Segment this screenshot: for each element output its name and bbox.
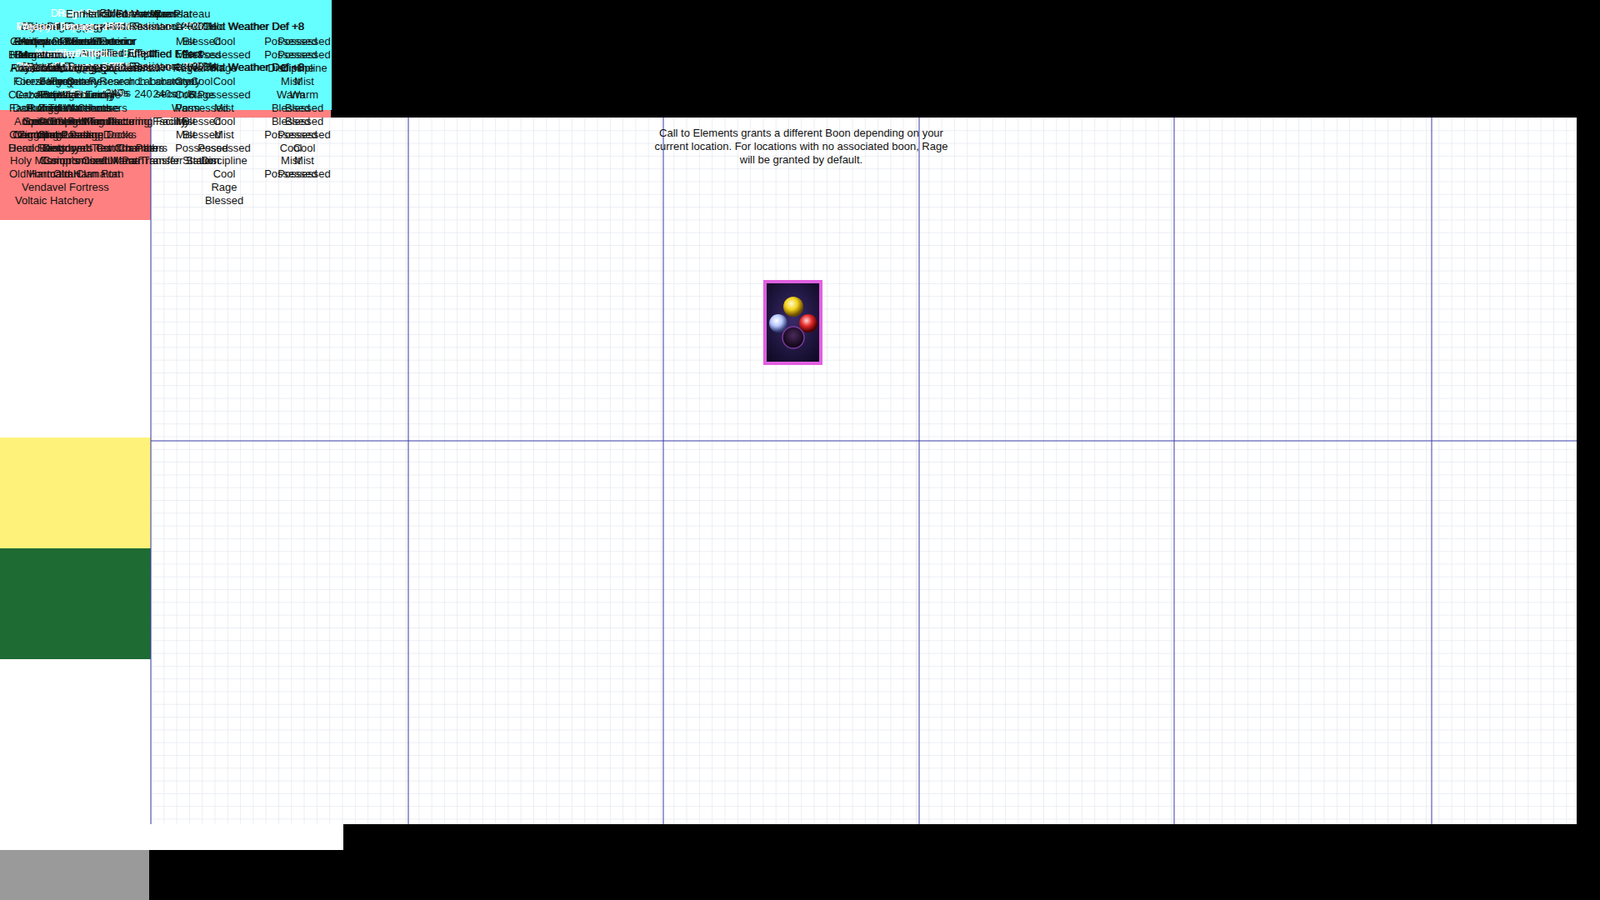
boon-value: Mist: [294, 154, 315, 168]
boon-value: Possessed: [277, 167, 331, 181]
location-name: Compromised Mana Transfer Station: [39, 154, 216, 168]
skill-icon: [765, 281, 821, 364]
boon-value: Possessed: [277, 35, 331, 49]
boon-value: Mist: [294, 75, 315, 89]
region-heading: Enmerkar Forest: [0, 7, 213, 21]
location-name: Necropolis: [14, 128, 65, 142]
location-name: Voltaic Hatchery: [15, 194, 94, 208]
region-heading: Antique Plateau: [0, 7, 345, 21]
location-name: Forest Hives: [13, 75, 75, 89]
boon-value: Cool: [175, 75, 198, 89]
boon-value: Warm: [290, 88, 319, 102]
boon-value: Blessed: [285, 115, 324, 129]
boon-box: DisciplinePhysical Damage +15%Amplified …: [0, 850, 150, 900]
boon-value: Possessed: [277, 128, 331, 142]
location-name: Ancestor's Resting Place: [14, 115, 135, 129]
note-text: Call to Elements grants a different Boon…: [653, 126, 950, 167]
location-name: Destroyed Test Chambers: [39, 141, 165, 155]
boon-value: Cool: [175, 88, 198, 102]
boon-value: Rage: [172, 61, 199, 75]
boon-value: Mist: [175, 128, 196, 142]
location-name: Berg: [14, 48, 37, 62]
location-name: Face of The Ancients: [9, 101, 111, 115]
boon-value: Cool: [213, 167, 236, 181]
boon-value: Warm: [171, 101, 200, 115]
boon-value: Rage: [210, 180, 237, 195]
boon-value: Mist: [175, 48, 196, 62]
boon-value: Cool: [213, 75, 236, 89]
location-name: Old Harmattan: [9, 167, 80, 181]
boon-value: Mist: [175, 115, 196, 129]
boon-value: Mist: [175, 35, 196, 49]
boon-value: Possessed: [175, 141, 229, 155]
boon-value: Discipline: [280, 61, 328, 75]
boon-value: Possessed: [277, 48, 331, 62]
location-name: Cabal of Wind Temple: [15, 88, 121, 102]
location-name: Vendavel Fortress: [21, 180, 110, 195]
boon-value: Blessed: [205, 194, 244, 208]
boon-effect: Weapon Impact +25%: [0, 20, 141, 34]
location-name: Royal Manticore's Lair: [10, 61, 118, 75]
location-name: Enmerkar Forest/Exterior: [14, 35, 135, 49]
boon-value: Cool: [293, 141, 316, 155]
boon-value: Blessed: [285, 101, 324, 115]
